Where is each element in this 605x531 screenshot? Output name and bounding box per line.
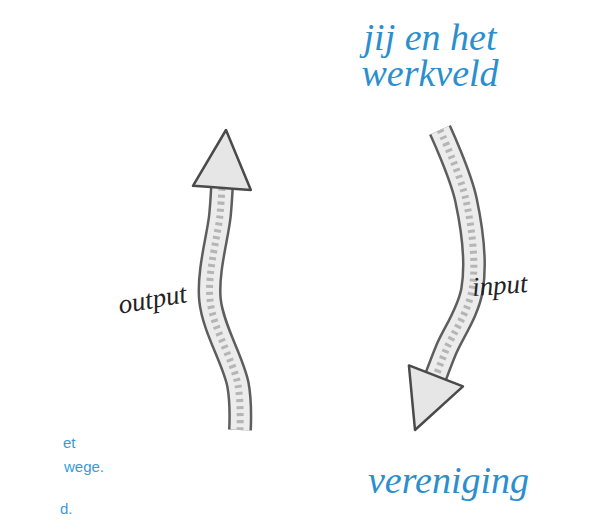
sketch-arrow [193, 130, 251, 430]
arrow-head [193, 130, 251, 190]
text-node: jij en het werkveld [200, 15, 520, 130]
sketch-arrow [409, 130, 474, 430]
arrow-outline [436, 130, 474, 376]
cut-off-note: et [63, 434, 76, 451]
arrow-hatching [210, 188, 241, 430]
cut-off-note: d. [60, 500, 73, 517]
handwritten-title: jij en het werkveld [340, 19, 520, 91]
text-node: vereniging [200, 430, 520, 515]
arrow-label: input [471, 268, 529, 303]
arrow-outline [210, 188, 241, 430]
arrow-label: output [116, 278, 189, 321]
arrow-body [210, 188, 241, 430]
arrow-hatching [436, 130, 474, 376]
handwritten-title: vereniging [368, 460, 508, 500]
cut-off-note: wege. [64, 458, 104, 475]
arrow-head [409, 365, 463, 430]
arrow-body [436, 130, 474, 376]
